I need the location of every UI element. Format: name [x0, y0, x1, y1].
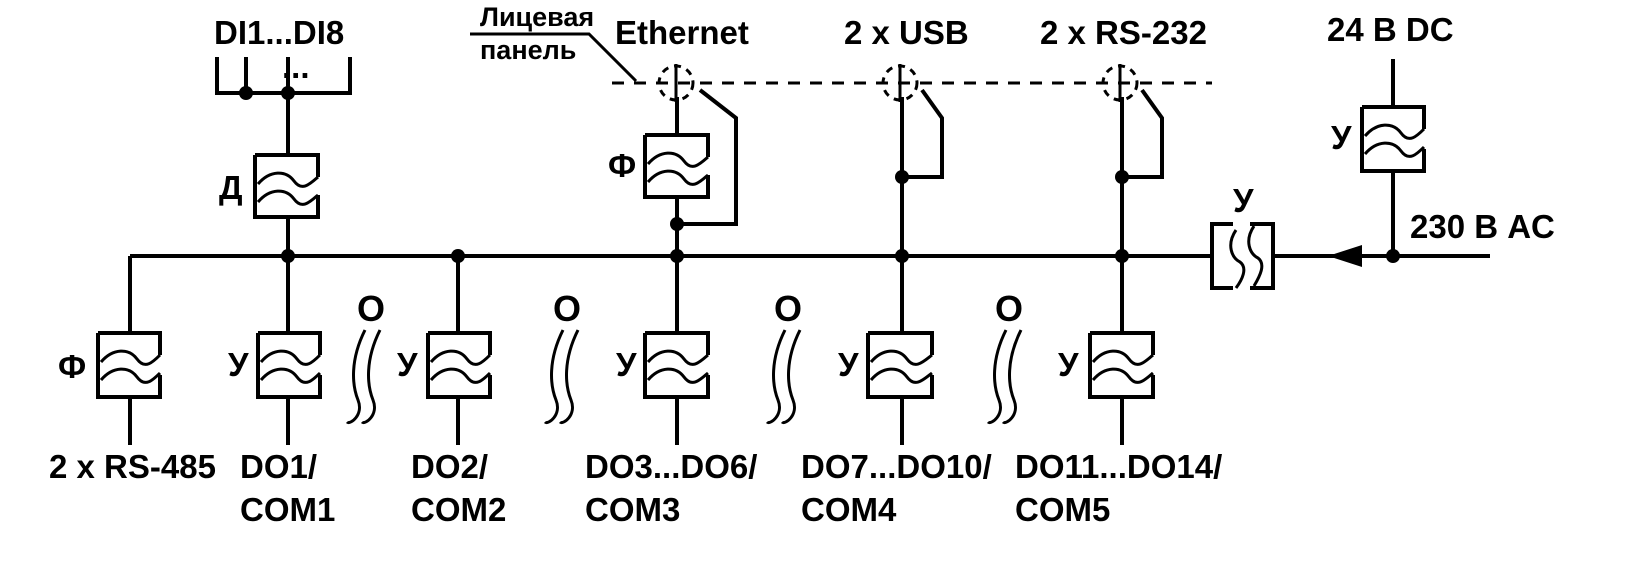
ethernet-isolation-block-F: [643, 133, 710, 199]
isolation-letter-U-do2: У: [397, 346, 418, 383]
label-front-panel-2: панель: [480, 35, 576, 65]
do3-isolation-block-U: [643, 331, 710, 399]
isolation-gap-2: [543, 329, 580, 424]
do11-isolation-block-U: [1088, 331, 1155, 399]
isolation-letter-U-power: У: [1233, 182, 1254, 219]
label-do3-line1: DO3...DO6/: [585, 448, 757, 485]
power-isolation-block-U: [1210, 222, 1275, 290]
isolation-letter-U-dc24: У: [1331, 119, 1352, 156]
label-di-dots: ...: [282, 48, 310, 85]
isolation-letter-U-do3: У: [616, 346, 637, 383]
label-ethernet: Ethernet: [615, 14, 749, 51]
do7-isolation-block-U: [866, 331, 934, 399]
front-panel-leader: [470, 32, 638, 83]
ac-input-arrow: [1328, 245, 1362, 267]
di-isolation-block-D: [253, 153, 320, 219]
isolation-letter-U-do7: У: [838, 346, 859, 383]
label-do1-line2: COM1: [240, 491, 335, 528]
dc24-isolation-block-U: [1360, 105, 1426, 173]
label-do2-line1: DO2/: [411, 448, 488, 485]
label-di: DI1...DI8: [214, 14, 344, 51]
label-do1-line1: DO1/: [240, 448, 317, 485]
rs232-shield-line: [1122, 88, 1164, 179]
ethernet-panel-connector: [657, 64, 695, 102]
label-do7-line2: COM4: [801, 491, 897, 528]
isolation-letter-O-3: О: [774, 288, 802, 329]
isolation-letter-F-ethernet: Ф: [608, 147, 636, 184]
ethernet-shield-line: [677, 88, 738, 226]
rs485-isolation-block-F: [96, 331, 162, 399]
isolation-letter-O-4: О: [995, 288, 1023, 329]
usb-panel-connector: [881, 64, 919, 102]
isolation-gap-3: [765, 329, 802, 424]
label-do11-line2: COM5: [1015, 491, 1110, 528]
di-node-1: [239, 86, 253, 100]
isolation-letter-O-1: О: [357, 288, 385, 329]
label-rs485: 2 x RS-485: [49, 448, 216, 485]
do1-isolation-block-U: [256, 331, 322, 399]
usb-shield-line: [902, 88, 944, 179]
do2-isolation-block-U: [426, 331, 492, 399]
isolation-letter-U-do11: У: [1058, 346, 1079, 383]
isolation-gap-4: [986, 329, 1023, 424]
label-do2-line2: COM2: [411, 491, 506, 528]
label-ac230: 230 В AC: [1410, 208, 1555, 245]
label-do7-line1: DO7...DO10/: [801, 448, 992, 485]
label-front-panel-1: Лицевая: [480, 2, 594, 32]
dc-ac-junction-node: [1386, 249, 1400, 263]
label-dc24: 24 В DC: [1327, 11, 1454, 48]
label-rs232: 2 x RS-232: [1040, 14, 1207, 51]
isolation-letter-O-2: О: [553, 288, 581, 329]
isolation-gap-1: [345, 329, 382, 424]
isolation-letter-D: Д: [219, 169, 243, 206]
label-do3-line2: COM3: [585, 491, 680, 528]
isolation-letter-U-do1: У: [228, 346, 249, 383]
isolation-letter-F-rs485: Ф: [58, 348, 86, 385]
rs232-panel-connector: [1101, 64, 1139, 102]
label-usb: 2 x USB: [844, 14, 969, 51]
label-do11-line1: DO11...DO14/: [1015, 448, 1222, 485]
